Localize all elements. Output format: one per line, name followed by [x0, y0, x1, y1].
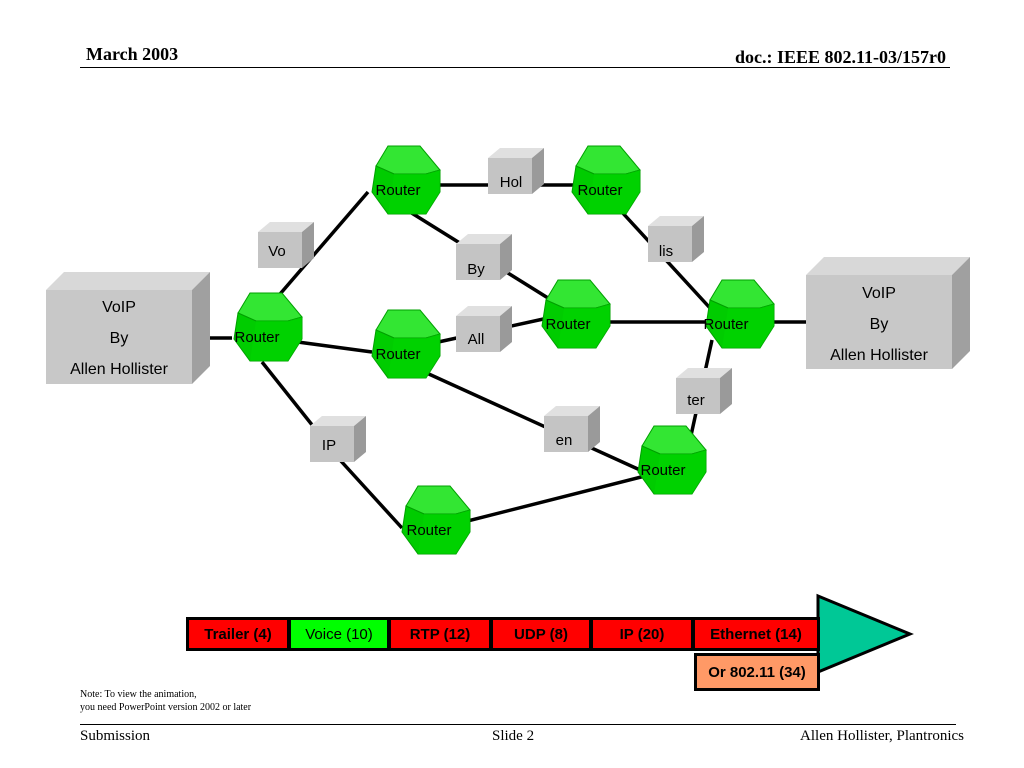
router-label: Router [577, 182, 622, 199]
endpoint-left-line2: By [110, 330, 129, 347]
animation-note: Note: To view the animation, you need Po… [80, 688, 251, 714]
router-label: Router [545, 316, 590, 333]
header-divider [80, 67, 950, 68]
router-label: Router [375, 182, 420, 199]
router-node [371, 309, 441, 379]
router-label: Router [375, 346, 420, 363]
frame-segment-trailer: Trailer (4) [186, 617, 290, 651]
router-node [705, 279, 775, 349]
endpoint-right-line1: VoIP [862, 285, 896, 302]
frame-segment-ip: IP (20) [590, 617, 694, 651]
endpoint-right-line3: Allen Hollister [830, 347, 928, 364]
packet-label-ter: ter [687, 392, 705, 409]
packet-label-ip: IP [322, 437, 336, 454]
note-line-1: Note: To view the animation, [80, 689, 197, 700]
endpoint-right-line2: By [870, 316, 889, 333]
packet-vo [258, 222, 314, 268]
frame-segment-80211: Or 802.11 (34) [694, 653, 820, 691]
packet-lis [648, 216, 704, 262]
packet-ip [310, 416, 366, 462]
frame-segment-voice: Voice (10) [288, 617, 390, 651]
packet-label-all: All [468, 331, 485, 348]
frame-segment-ethernet: Ethernet (14) [692, 617, 820, 651]
frame-segment-udp: UDP (8) [490, 617, 592, 651]
packet-label-hol: Hol [500, 174, 523, 191]
router-label: Router [234, 329, 279, 346]
packet-label-lis: lis [659, 243, 673, 260]
router-node [571, 145, 641, 215]
endpoint-left-line3: Allen Hollister [70, 361, 168, 378]
router-label: Router [406, 522, 451, 539]
packet-label-en: en [556, 432, 573, 449]
router-node [541, 279, 611, 349]
router-node [371, 145, 441, 215]
note-line-2: you need PowerPoint version 2002 or late… [80, 702, 252, 713]
router-node [637, 425, 707, 495]
frame-arrowhead [816, 593, 914, 675]
router-label: Router [640, 462, 685, 479]
frame-segment-rtp: RTP (12) [388, 617, 492, 651]
endpoint-right [806, 257, 970, 369]
router-label: Router [703, 316, 748, 333]
router-node [401, 485, 471, 555]
endpoint-left-line1: VoIP [102, 299, 136, 316]
footer-divider [80, 724, 956, 725]
footer-slide-number: Slide 2 [492, 728, 535, 744]
endpoint-left [46, 272, 210, 384]
footer-submission: Submission [80, 728, 151, 744]
router-node [233, 292, 303, 362]
packet-label-vo: Vo [268, 243, 286, 260]
footer-author: Allen Hollister, Plantronics [800, 728, 964, 744]
packet-label-by: By [467, 261, 485, 278]
header-doc-id: doc.: IEEE 802.11-03/157r0 [734, 47, 946, 67]
header-date: March 2003 [86, 44, 179, 64]
